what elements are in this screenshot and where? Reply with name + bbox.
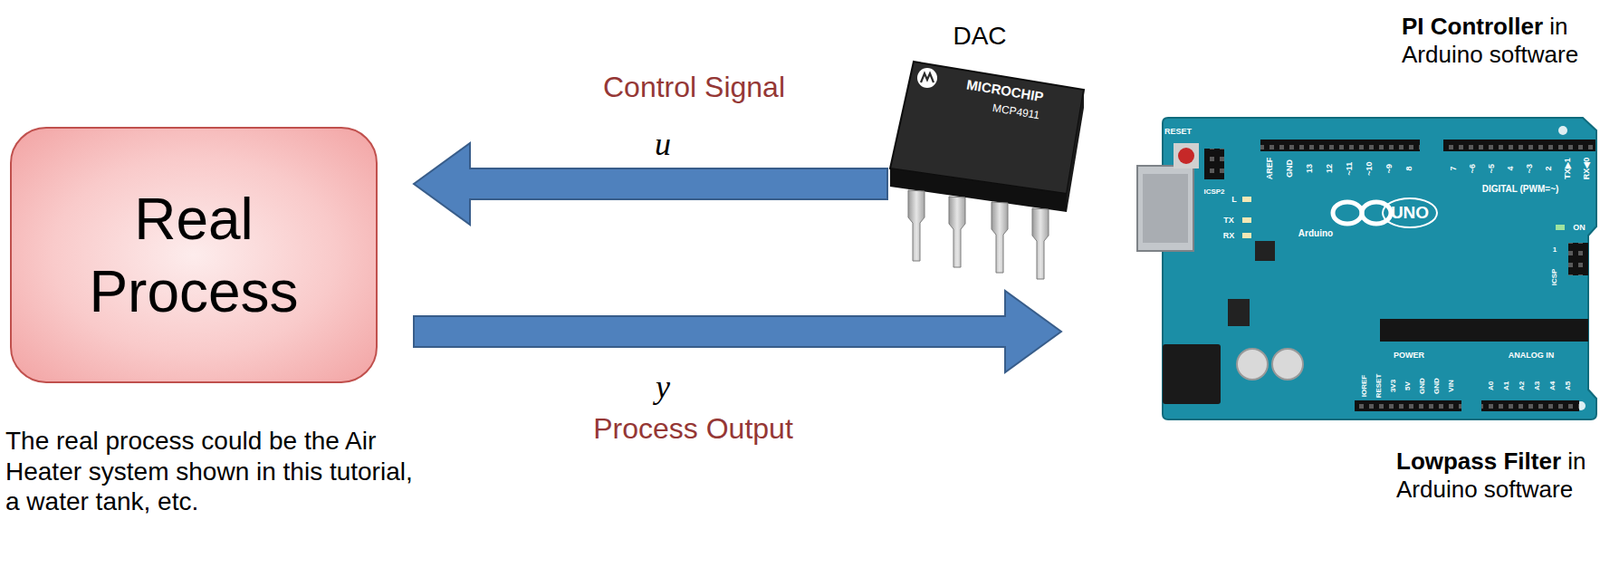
- board-silkscreen: A0: [1486, 381, 1495, 391]
- board-silkscreen: VIN: [1446, 379, 1456, 392]
- signal-symbol: u: [654, 124, 671, 164]
- board-silkscreen: TX: [1223, 215, 1235, 225]
- component-label: DAC: [952, 21, 1006, 51]
- board-silkscreen: ANALOG IN: [1508, 350, 1555, 360]
- board-silkscreen: 13: [1304, 163, 1314, 173]
- board-silkscreen: 7: [1448, 165, 1458, 171]
- signal-label: Process Output: [593, 411, 794, 446]
- board-silkscreen: RX◀0: [1581, 157, 1591, 181]
- board-silkscreen: 4: [1505, 165, 1515, 171]
- signal-label: Control Signal: [603, 69, 786, 105]
- process-label: Real Process: [57, 182, 330, 328]
- board-silkscreen: ~9: [1384, 163, 1394, 173]
- note: The real process could be the Air Heater…: [5, 425, 432, 518]
- annotation: Lowpass Filter in Arduino software: [1396, 447, 1596, 504]
- board-silkscreen: DIGITAL (PWM=~): [1482, 183, 1560, 195]
- board-silkscreen: A1: [1502, 381, 1511, 391]
- board-silkscreen: IOREF: [1360, 374, 1369, 397]
- board-silkscreen: ~6: [1467, 163, 1477, 173]
- board-silkscreen: GND: [1284, 159, 1294, 178]
- arduino-board: RESETICSP2AREFGND1312~11~10~987~6~54~32T…: [1137, 117, 1598, 420]
- board-silkscreen: POWER: [1393, 350, 1425, 360]
- board-silkscreen: A4: [1548, 381, 1557, 391]
- arduino-board-drawing: [1137, 117, 1597, 420]
- signal-symbol: y: [655, 367, 671, 407]
- board-silkscreen: GND: [1417, 377, 1427, 394]
- board-silkscreen: 12: [1324, 163, 1334, 173]
- board-silkscreen: A5: [1563, 381, 1572, 391]
- chip-marking: MICROCHIP: [965, 76, 1045, 105]
- block-arrow: [413, 143, 888, 225]
- board-silkscreen: ICSP: [1550, 268, 1559, 287]
- board-silkscreen: ~11: [1344, 162, 1354, 176]
- board-silkscreen: L: [1231, 194, 1237, 204]
- board-silkscreen: 1: [1552, 245, 1557, 254]
- board-silkscreen: Arduino: [1298, 228, 1333, 240]
- dac-chip: DAC MICROCHIPMCP4911: [887, 18, 1092, 281]
- board-silkscreen: 8: [1404, 165, 1414, 171]
- board-silkscreen: ICSP2: [1203, 187, 1225, 196]
- board-silkscreen: RESET: [1374, 373, 1383, 399]
- dac-chip-drawing: [890, 61, 1084, 279]
- board-silkscreen: A3: [1532, 381, 1542, 391]
- board-silkscreen: ~5: [1486, 163, 1496, 173]
- board-silkscreen: ~3: [1524, 163, 1534, 173]
- board-silkscreen: ~10: [1364, 161, 1374, 175]
- board-silkscreen: A2: [1517, 381, 1526, 391]
- board-silkscreen: 5V: [1403, 381, 1412, 391]
- block-arrow: [413, 290, 1062, 373]
- board-silkscreen: ON: [1572, 222, 1586, 232]
- annotation: PI Controller in Arduino software: [1401, 12, 1597, 69]
- board-silkscreen: RESET: [1164, 126, 1192, 136]
- process-box: Real Process: [9, 126, 378, 384]
- board-silkscreen: UNO: [1390, 202, 1429, 223]
- board-silkscreen: 3V3: [1389, 379, 1398, 393]
- board-silkscreen: AREF: [1264, 157, 1275, 181]
- board-silkscreen: TX▶1: [1562, 157, 1572, 180]
- chip-marking: MCP4911: [991, 102, 1041, 123]
- board-silkscreen: RX: [1223, 230, 1236, 240]
- board-silkscreen: GND: [1432, 377, 1441, 394]
- board-silkscreen: 2: [1543, 165, 1553, 171]
